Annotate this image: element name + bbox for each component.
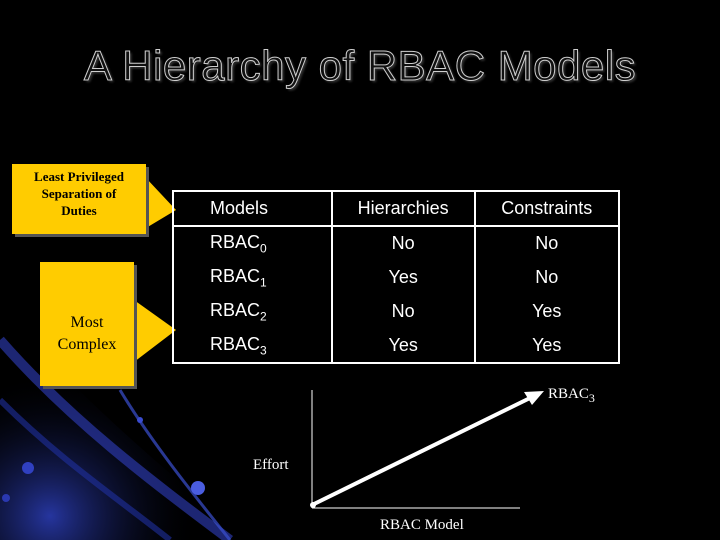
callout-top-line: Least Privileged bbox=[34, 169, 124, 184]
table-row: RBAC1 Yes No bbox=[173, 260, 619, 295]
header-models: Models bbox=[210, 198, 269, 218]
table-row: RBAC3 Yes Yes bbox=[173, 328, 619, 363]
callout-top-line: Duties bbox=[61, 203, 97, 218]
slide-title: A Hierarchy of RBAC Models bbox=[83, 42, 637, 90]
constraints-cell: No bbox=[473, 226, 619, 261]
rbac-models-table: Models Hierarchies Constraints RBAC0 No … bbox=[172, 190, 620, 364]
callout-least-privileged: Least Privileged Separation of Duties bbox=[12, 164, 146, 234]
table-row: RBAC2 No Yes bbox=[173, 294, 619, 329]
model-cell: RBAC1 bbox=[210, 265, 267, 290]
header-constraints: Constraints bbox=[473, 191, 619, 226]
table-row: RBAC0 No No bbox=[173, 226, 619, 261]
hierarchies-cell: Yes bbox=[330, 260, 475, 295]
constraints-cell: Yes bbox=[473, 328, 619, 363]
table-header-row: Models Hierarchies Constraints bbox=[173, 191, 619, 226]
model-cell: RBAC3 bbox=[210, 333, 267, 358]
hierarchies-cell: Yes bbox=[330, 328, 475, 363]
callout-top-line: Separation of bbox=[41, 186, 117, 201]
callout-most-complex: Most Complex bbox=[40, 262, 134, 386]
model-cell: RBAC2 bbox=[210, 299, 267, 324]
callout-bottom-line: Complex bbox=[57, 336, 117, 353]
model-cell: RBAC0 bbox=[210, 231, 267, 256]
graph-y-label: Effort bbox=[253, 457, 289, 473]
hierarchies-cell: No bbox=[330, 294, 475, 329]
hierarchies-cell: No bbox=[330, 226, 475, 261]
callout-bottom-line: Most bbox=[70, 314, 104, 331]
header-hierarchies: Hierarchies bbox=[330, 191, 475, 226]
graph-end-label: RBAC3 bbox=[548, 386, 595, 405]
constraints-cell: Yes bbox=[473, 294, 619, 329]
constraints-cell: No bbox=[473, 260, 619, 295]
graph-x-label: RBAC Model bbox=[380, 517, 464, 533]
